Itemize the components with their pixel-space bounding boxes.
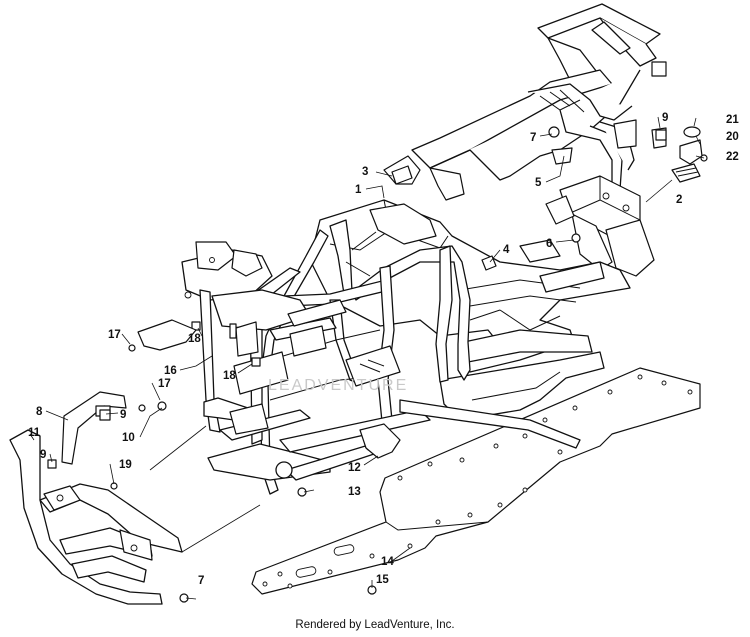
callout-5: 5 [535,177,542,189]
hardware [47,126,708,603]
main-frame [309,199,631,421]
front-bumper [9,429,183,605]
bracket-20-icon [679,139,703,165]
callout-22: 22 [726,151,739,163]
nut-18-lower-icon [251,357,261,367]
pin-18-mid-icon [229,323,237,339]
callout-labels: 1 2 3 4 5 6 7 7 8 9 9 9 10 11 12 13 14 1… [28,112,739,587]
skid-plate [251,367,701,595]
bracket-16-icon [137,319,197,351]
callout-6: 6 [546,238,552,250]
callout-7-upper: 7 [530,132,536,144]
bolt-7-upper-icon [548,126,560,138]
callout-16: 16 [164,365,177,377]
callout-10: 10 [122,432,135,444]
leader-lines [29,116,705,600]
callout-2: 2 [676,194,682,206]
bolt-10-icon [138,404,146,412]
callout-21: 21 [726,114,739,126]
clip-9-mid-icon [99,409,111,421]
lower-frame-tubes [275,399,581,481]
callout-12: 12 [348,462,361,474]
skid-plate-holes [262,374,693,589]
callout-1: 1 [355,184,362,196]
pad-2-icon [671,163,701,183]
callout-9-mid: 9 [120,409,126,421]
callout-13: 13 [348,486,361,498]
rear-mount [545,175,655,277]
callout-19: 19 [119,459,132,471]
callout-11: 11 [28,427,41,439]
bracket-8 [61,391,127,465]
callout-7-lower: 7 [198,575,204,587]
bracket-12-icon [359,423,401,459]
callout-8: 8 [36,406,43,418]
callout-15: 15 [376,574,389,586]
rear-subframe [383,3,667,201]
nut-3-icon [391,165,413,185]
bolt-6-icon [571,233,581,243]
callout-17-mid: 17 [158,378,171,390]
bushing-21-icon [683,126,701,138]
clip-9-upper-icon [655,129,667,141]
callout-17-left: 17 [108,329,121,341]
callout-9-upper: 9 [662,112,668,124]
callout-18-lower: 18 [223,370,236,382]
callout-14: 14 [381,556,394,568]
callout-18-upper: 18 [188,333,201,345]
washer-17-mid-icon [157,401,167,411]
callout-4: 4 [503,244,510,256]
clip-9-lower-icon [47,459,57,469]
callout-9-lower: 9 [40,449,46,461]
callout-20: 20 [726,131,739,143]
watermark: LEADVENTURE [268,377,408,394]
callout-3: 3 [362,166,368,178]
footer-credit: Rendered by LeadVenture, Inc. [295,619,455,631]
bolt-17-left-icon [128,344,136,352]
front-frame [181,241,347,481]
